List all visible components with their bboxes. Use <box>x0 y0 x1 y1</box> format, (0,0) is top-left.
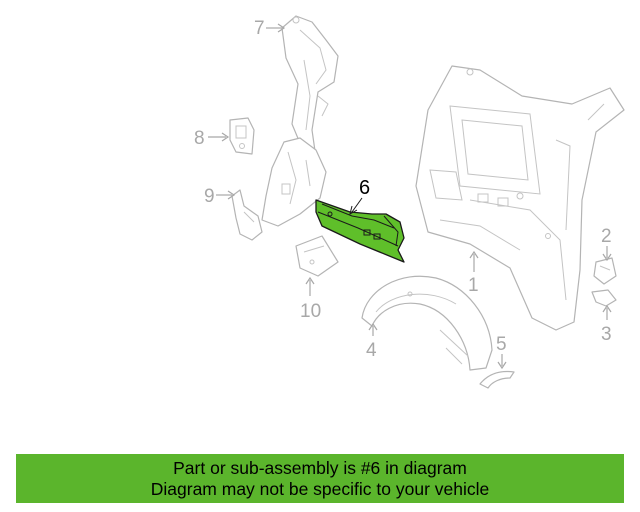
part-5-trim <box>479 370 515 389</box>
svg-text:3: 3 <box>601 324 612 345</box>
parts-diagram: 7 8 9 10 <box>194 15 625 389</box>
part-1-quarter-panel <box>415 65 625 331</box>
part-info-banner: Part or sub-assembly is #6 in diagram Di… <box>16 454 624 503</box>
svg-text:2: 2 <box>601 226 612 247</box>
callout-4: 4 <box>366 322 378 361</box>
part-lower-pillar <box>261 137 327 227</box>
part-6-highlighted-rail <box>315 199 405 263</box>
part-4-wheelhouse <box>361 275 493 371</box>
svg-text:6: 6 <box>359 177 370 199</box>
svg-text:4: 4 <box>366 340 377 361</box>
part-2-bracket <box>593 257 617 285</box>
part-10-panel <box>295 235 339 277</box>
callout-10: 10 <box>300 276 321 322</box>
callout-1: 1 <box>468 250 479 296</box>
svg-text:10: 10 <box>300 301 321 322</box>
part-7-upper-pillar <box>281 15 339 159</box>
svg-text:8: 8 <box>194 128 205 149</box>
callout-9: 9 <box>204 186 236 207</box>
banner-line-2: Diagram may not be specific to your vehi… <box>150 479 490 499</box>
svg-text:5: 5 <box>496 334 507 355</box>
callout-8: 8 <box>194 128 230 149</box>
callout-6: 6 <box>349 177 370 216</box>
callout-5: 5 <box>496 334 507 370</box>
part-8-bracket <box>229 117 255 155</box>
svg-text:1: 1 <box>468 275 479 296</box>
svg-text:7: 7 <box>254 18 265 39</box>
callout-3: 3 <box>601 304 612 345</box>
part-3-bracket <box>591 289 617 307</box>
svg-text:9: 9 <box>204 186 215 207</box>
banner-line-1: Part or sub-assembly is #6 in diagram <box>173 458 467 478</box>
callout-2: 2 <box>601 226 612 262</box>
callout-7: 7 <box>254 18 286 39</box>
part-9-bracket <box>231 189 263 241</box>
